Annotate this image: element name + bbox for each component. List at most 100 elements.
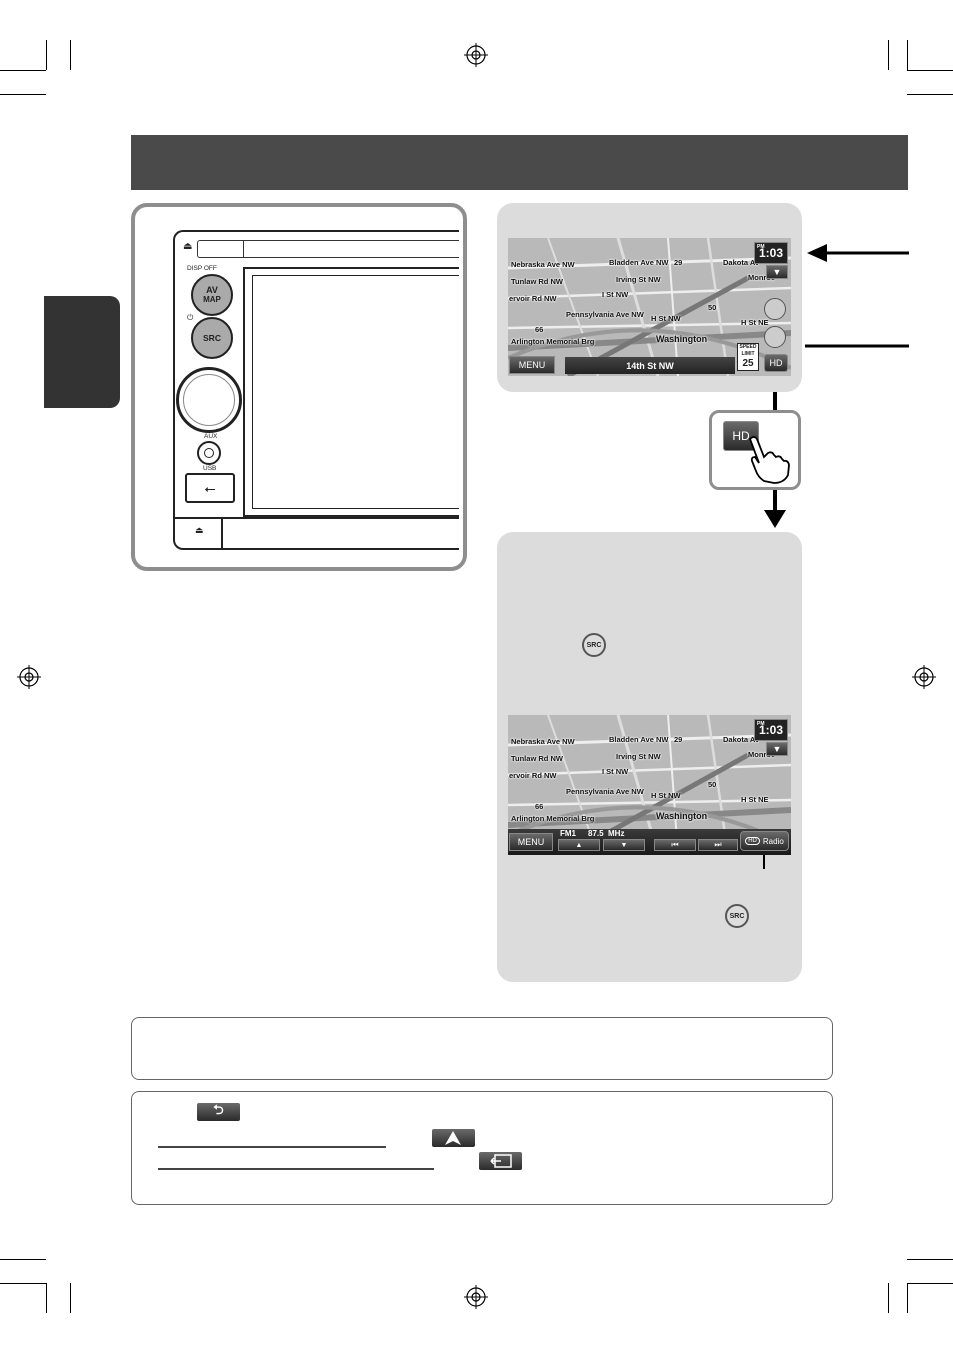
power-icon: ⏻ [187,313,194,322]
map-label: H St NW [651,314,681,323]
callout-arrows [805,244,909,348]
hd-button[interactable]: HD [764,354,788,372]
map-label: Nebraska Ave NW [511,737,575,746]
scroll-down-button[interactable]: ▼ [766,742,788,756]
crop-mark [70,1283,71,1313]
registration-mark-icon [464,43,488,67]
map-label: H St NW [651,791,681,800]
map-label: Nebraska Ave NW [511,260,575,269]
route-shield: 50 [708,780,717,789]
crop-mark [0,1259,46,1260]
device-screen[interactable] [252,275,459,509]
menu-label: MENU [517,837,545,847]
map-label: ervoir Rd NW [509,294,557,303]
map-label: Dakota Av [723,258,760,267]
map-label: H St NE [741,795,769,804]
crop-mark [907,1283,908,1313]
aux-jack[interactable] [197,441,221,465]
map-view-bottom[interactable]: Nebraska Ave NW Bladden Ave NW Tunlaw Rd… [508,715,791,855]
tips-box: ⮌ [131,1091,833,1205]
zoom-out-button[interactable] [764,326,786,348]
av-map-button[interactable]: AV MAP [191,274,233,316]
map-label: Bladden Ave NW [609,735,669,744]
north-arrow-shape [445,1131,461,1145]
route-shield: 66 [535,325,544,334]
route-shield: 66 [535,802,544,811]
eject-icon[interactable]: ⏏ [183,241,193,252]
clock-time: 1:03 [758,723,784,737]
header-bar [131,135,908,190]
map-view-top[interactable]: Nebraska Ave NW Bladden Ave NW Tunlaw Rd… [508,238,791,376]
zoom-in-button[interactable] [764,298,786,320]
src-label: SRC [203,333,221,343]
side-tab [44,296,120,408]
route-shield: 29 [674,735,683,744]
back-button-icon[interactable]: ⮌ [197,1102,240,1121]
seek-forward-button[interactable]: ⏭ [698,839,738,851]
tune-up-button[interactable]: ▲ [558,839,600,851]
map-label: Tunlaw Rd NW [511,277,563,286]
crop-mark [888,40,889,70]
tune-down-button[interactable]: ▼ [603,839,645,851]
crop-mark [70,40,71,70]
swap-screen-shape [490,1154,512,1168]
device-screen-bezel [243,267,459,517]
scroll-down-button[interactable]: ▼ [766,265,788,279]
aux-label: AUX [204,433,218,440]
connector-line [773,392,777,412]
seek-back-button[interactable]: ⏮ [654,839,696,851]
next-icon: ⏭ [714,840,722,849]
map-label: Arlington Memorial Brg [511,337,595,346]
src-button[interactable]: SRC [191,317,233,359]
av-label: AV [206,285,218,295]
usb-port[interactable]: ⭠ [185,473,235,503]
hd-radio-label: Radio [762,836,784,846]
registration-mark-icon [17,665,41,689]
up-arrow-icon: ▲ [575,841,583,849]
band-label: FM1 [560,829,576,838]
route-shield: 29 [674,258,683,267]
clock: PM 1:03 [754,719,788,741]
menu-button[interactable]: MENU [509,356,555,374]
route-shield: 50 [708,303,717,312]
crop-mark [907,94,953,95]
hd-icon: HD [732,429,750,443]
frequency-unit: MHz [608,829,625,838]
map-label: I St NW [602,290,629,299]
map-label: Dakota Av [723,735,760,744]
map-label: Monroe [748,750,776,759]
crop-mark [46,1283,47,1313]
connector-line [773,490,777,512]
swap-screen-icon[interactable] [479,1152,522,1170]
map-label: Irving St NW [616,275,661,284]
speed-limit-sign: SPEED LIMIT 25 [737,343,759,371]
src-small-label: SRC [586,641,602,649]
top-map-panel: Nebraska Ave NW Bladden Ave NW Tunlaw Rd… [497,203,802,392]
crop-mark [907,70,953,71]
menu-button[interactable]: MENU [509,833,553,851]
bottom-panel: SRC Nebraska Ave NW Bladden Ave NW Tunla… [497,532,802,982]
down-arrow-icon: ▼ [772,744,782,754]
previous-icon: ⏮ [671,840,679,849]
back-arrow-icon: ⮌ [213,1102,224,1117]
street-name: 14th St NW [626,360,674,371]
bottom-strip-divider [221,517,223,550]
crop-mark [0,94,46,95]
map-label: MAP [203,295,221,304]
tilt-icon[interactable]: ⏏ [195,525,204,535]
registration-mark-icon [912,665,936,689]
src-button-small[interactable]: SRC [582,633,606,657]
navigation-arrow-icon[interactable] [432,1129,475,1147]
hd-radio-button[interactable]: HD Radio [740,831,789,851]
src-small-label: SRC [729,912,745,920]
bottom-strip-line [175,517,459,519]
map-label: Tunlaw Rd NW [511,754,563,763]
usb-icon: ⭠ [204,479,216,496]
frequency-value: 87.5 [588,829,604,838]
usb-label: USB [203,465,217,472]
crop-mark [46,40,47,70]
map-label: Pennsylvania Ave NW [566,787,644,796]
src-button-small[interactable]: SRC [725,904,749,928]
clock-ampm: PM [757,244,765,250]
volume-knob[interactable] [176,367,242,433]
